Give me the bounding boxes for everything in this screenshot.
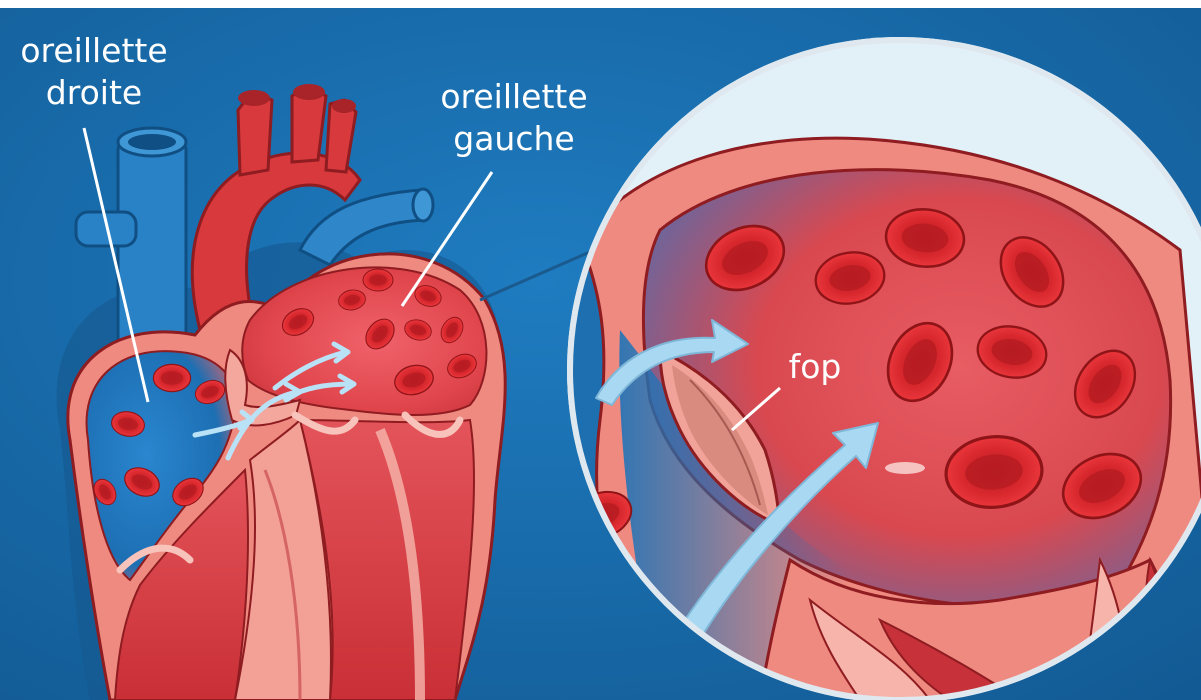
label-left-atrium-line2: gauche [453,119,574,158]
label-fop-text: fop [789,347,842,386]
label-right-atrium-line2: droite [46,73,142,112]
top-border [0,0,1201,8]
label-right-atrium-line1: oreillette [20,31,167,70]
label-left-atrium-line1: oreillette [440,77,587,116]
